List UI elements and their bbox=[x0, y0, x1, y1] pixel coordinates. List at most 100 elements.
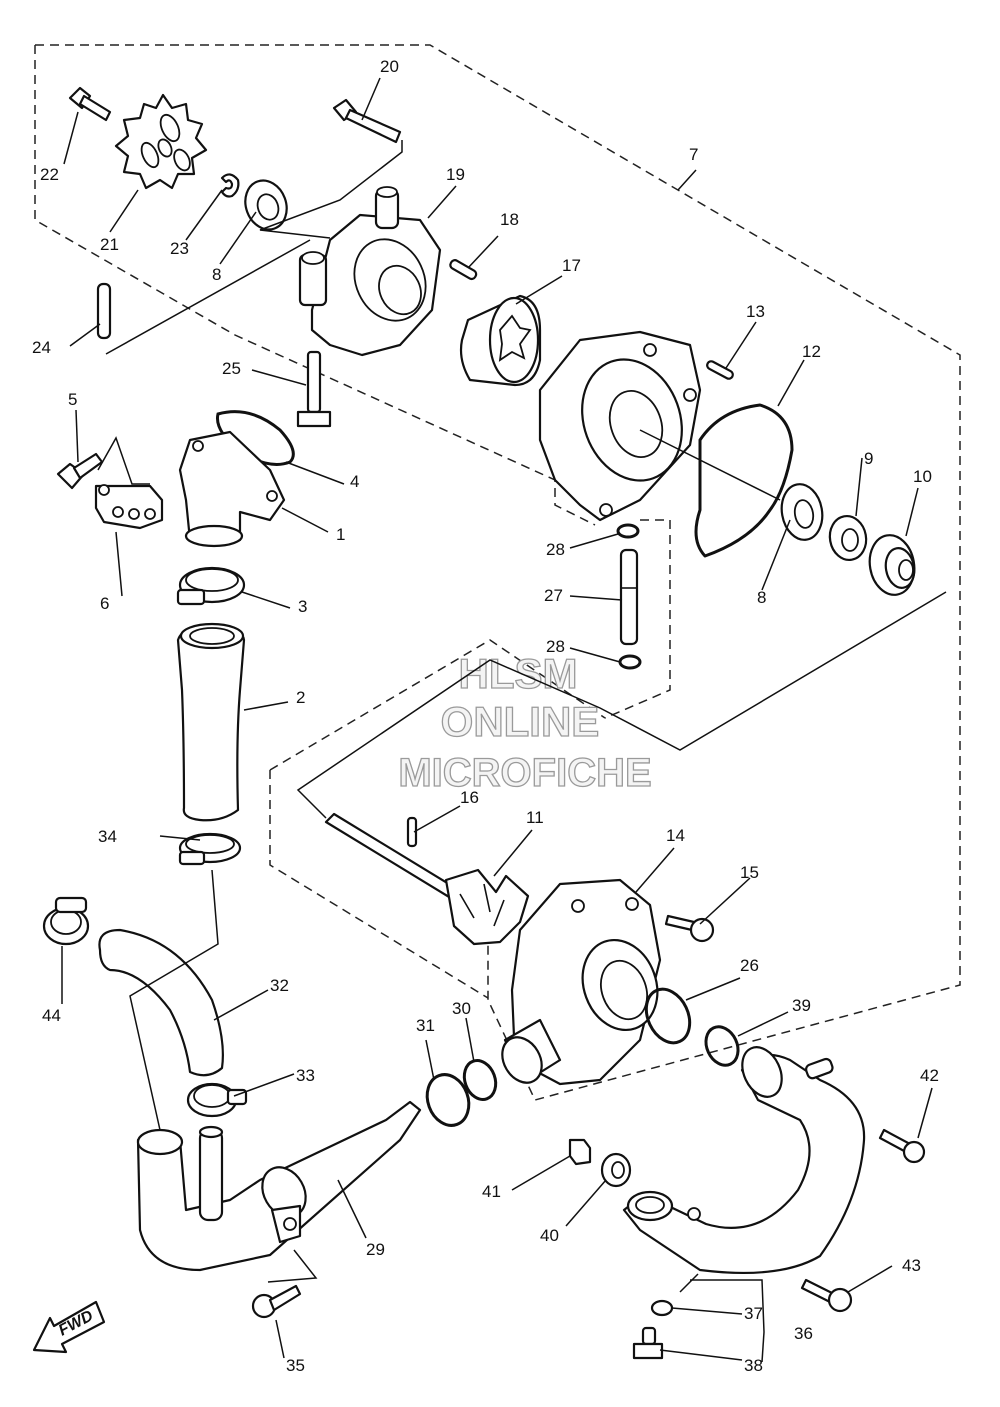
callout-10: 10 bbox=[913, 467, 932, 486]
part-33-hose-clamp[interactable] bbox=[186, 1082, 248, 1118]
callout-21: 21 bbox=[100, 235, 119, 254]
part-21-sprocket[interactable] bbox=[114, 93, 208, 190]
callout-16: 16 bbox=[460, 788, 479, 807]
callout-30: 30 bbox=[452, 999, 471, 1018]
part-2-hose[interactable] bbox=[176, 622, 246, 822]
part-43-bolt[interactable] bbox=[800, 1278, 853, 1313]
part-5-bolt[interactable] bbox=[56, 452, 104, 490]
callout-6: 6 bbox=[100, 594, 109, 613]
callout-43: 43 bbox=[902, 1256, 921, 1275]
callout-27: 27 bbox=[544, 586, 563, 605]
part-28-o-ring-upper[interactable] bbox=[616, 523, 640, 539]
callout-labels: 1 2 3 4 5 6 7 8 8 9 10 11 12 13 14 15 16… bbox=[32, 57, 939, 1375]
part-24-dowel-pin[interactable] bbox=[96, 282, 112, 340]
part-23-circlip[interactable] bbox=[220, 173, 240, 198]
part-15-bolt[interactable] bbox=[664, 914, 715, 943]
part-25-bolt[interactable] bbox=[296, 350, 332, 428]
watermark-line3: MICROFICHE bbox=[398, 751, 651, 795]
callout-25: 25 bbox=[222, 359, 241, 378]
part-8-bearing-upper[interactable] bbox=[239, 175, 294, 236]
part-44-hose-clamp[interactable] bbox=[42, 896, 90, 946]
part-9-oil-seal[interactable] bbox=[826, 513, 869, 563]
callout-28b: 28 bbox=[546, 637, 565, 656]
part-16-pin[interactable] bbox=[406, 816, 418, 848]
callout-11: 11 bbox=[526, 808, 544, 827]
part-27-pipe[interactable] bbox=[619, 548, 639, 646]
watermark-line2: ONLINE bbox=[441, 698, 600, 745]
part-40-grommet[interactable] bbox=[600, 1152, 632, 1188]
callout-28a: 28 bbox=[546, 540, 565, 559]
part-32-hose[interactable] bbox=[98, 928, 224, 1077]
callout-31: 31 bbox=[416, 1016, 435, 1035]
part-11-impeller[interactable] bbox=[444, 868, 530, 946]
callout-36: 36 bbox=[794, 1324, 813, 1343]
assembly-boundary-lower bbox=[269, 639, 606, 999]
callout-24: 24 bbox=[32, 338, 51, 357]
part-12-gasket[interactable] bbox=[694, 403, 794, 558]
callout-3: 3 bbox=[298, 597, 307, 616]
part-3-hose-clamp[interactable] bbox=[176, 566, 246, 606]
pump-shaft[interactable] bbox=[324, 812, 464, 902]
callout-22: 22 bbox=[40, 165, 59, 184]
part-39-o-ring[interactable] bbox=[700, 1022, 744, 1071]
callout-29: 29 bbox=[366, 1240, 385, 1259]
pump-cover-upper[interactable] bbox=[538, 330, 702, 522]
callout-8b: 8 bbox=[757, 588, 766, 607]
part-28-o-ring-lower[interactable] bbox=[618, 654, 642, 670]
callout-14: 14 bbox=[666, 826, 685, 845]
part-26-o-ring[interactable] bbox=[638, 982, 698, 1050]
callout-40: 40 bbox=[540, 1226, 559, 1245]
callout-19: 19 bbox=[446, 165, 465, 184]
callout-26: 26 bbox=[740, 956, 759, 975]
part-10-mechanical-seal[interactable] bbox=[865, 532, 919, 599]
part-20-bolt[interactable] bbox=[332, 98, 402, 144]
fwd-arrow-icon: FWD bbox=[32, 1300, 106, 1354]
callout-32: 32 bbox=[270, 976, 289, 995]
callout-33: 33 bbox=[296, 1066, 315, 1085]
callout-34: 34 bbox=[98, 827, 117, 846]
callout-2: 2 bbox=[296, 688, 305, 707]
callout-9: 9 bbox=[864, 449, 873, 468]
part-35-bolt[interactable] bbox=[251, 1284, 302, 1319]
assembly-boundary-upper bbox=[34, 44, 961, 1101]
callout-15: 15 bbox=[740, 863, 759, 882]
part-18-pin[interactable] bbox=[449, 259, 478, 281]
watermark: HLSM ONLINE MICROFICHE bbox=[398, 649, 653, 795]
part-1-fitting[interactable] bbox=[178, 430, 286, 548]
callout-35: 35 bbox=[286, 1356, 305, 1375]
part-36-outlet-pipe[interactable] bbox=[622, 1041, 866, 1274]
part-29-water-pipe[interactable] bbox=[136, 1100, 422, 1272]
callout-37: 37 bbox=[744, 1304, 763, 1323]
callout-18: 18 bbox=[500, 210, 519, 229]
part-19-pump-housing[interactable] bbox=[298, 186, 442, 357]
part-31-o-ring[interactable] bbox=[420, 1069, 475, 1132]
callout-5: 5 bbox=[68, 390, 77, 409]
part-6-bracket[interactable] bbox=[94, 484, 164, 530]
part-14-pump-cover[interactable] bbox=[494, 878, 669, 1090]
part-8-bearing-lower[interactable] bbox=[777, 481, 826, 543]
callout-42: 42 bbox=[920, 1066, 939, 1085]
callout-1: 1 bbox=[336, 525, 345, 544]
part-41-collar[interactable] bbox=[568, 1138, 592, 1166]
callout-7: 7 bbox=[689, 145, 698, 164]
part-38-drain-bolt[interactable] bbox=[632, 1326, 664, 1360]
callout-23: 23 bbox=[170, 239, 189, 258]
callout-13: 13 bbox=[746, 302, 765, 321]
part-37-gasket[interactable] bbox=[650, 1299, 674, 1317]
leader-lines bbox=[61, 77, 947, 1363]
callout-39: 39 bbox=[792, 996, 811, 1015]
callout-8a: 8 bbox=[212, 265, 221, 284]
callout-4: 4 bbox=[350, 472, 359, 491]
callout-38: 38 bbox=[744, 1356, 763, 1375]
part-17-rotor[interactable] bbox=[459, 294, 542, 387]
callout-17: 17 bbox=[562, 256, 581, 275]
part-30-o-ring[interactable] bbox=[459, 1056, 501, 1104]
callout-20: 20 bbox=[380, 57, 399, 76]
part-22-bolt[interactable] bbox=[68, 86, 112, 122]
callout-12: 12 bbox=[802, 342, 821, 361]
callout-41: 41 bbox=[482, 1182, 501, 1201]
part-42-bolt[interactable] bbox=[878, 1128, 926, 1164]
part-13-pin[interactable] bbox=[706, 360, 734, 380]
callout-44: 44 bbox=[42, 1006, 61, 1025]
